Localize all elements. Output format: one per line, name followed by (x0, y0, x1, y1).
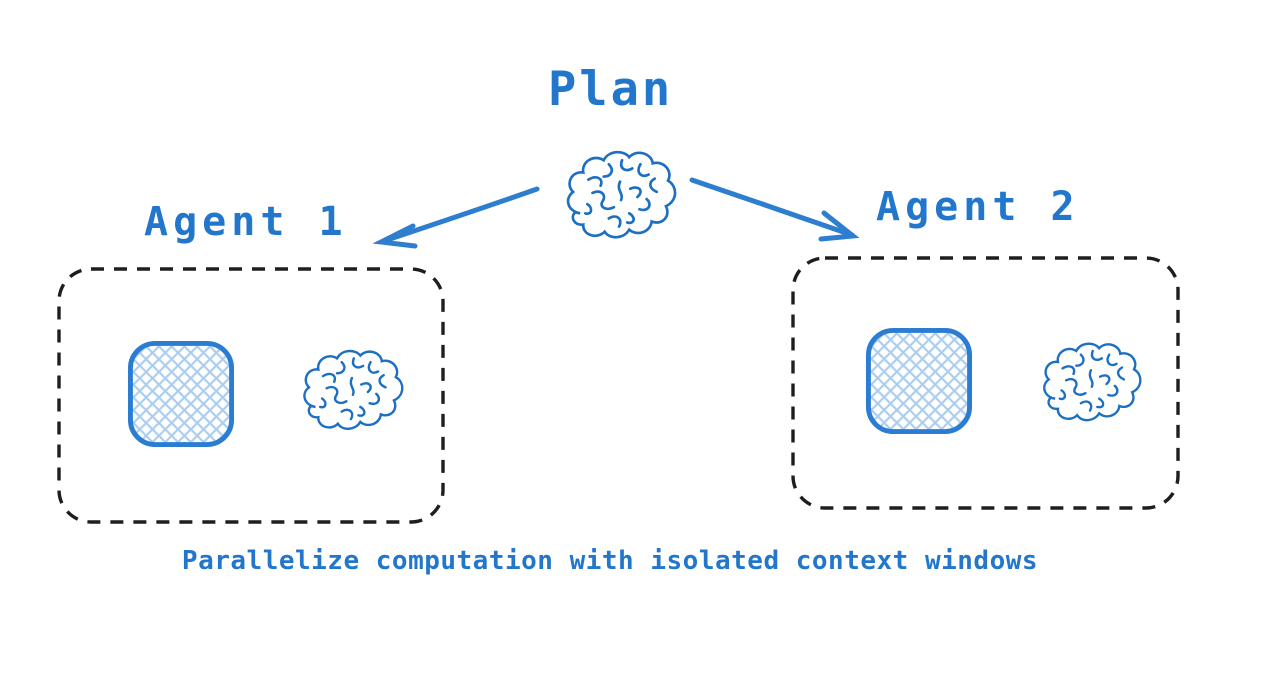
arrow-to-agent-2-icon (689, 177, 860, 242)
diagram-caption: Parallelize computation with isolated co… (181, 546, 1039, 576)
agent-1-box-border (57, 267, 445, 524)
agent-1-box (57, 267, 445, 524)
arrow-to-agent-1-icon (372, 186, 540, 249)
agent-2-box (791, 256, 1180, 510)
plan-title: Plan (548, 62, 674, 117)
brain-icon (1035, 340, 1145, 432)
plan-brain-icon (557, 148, 681, 250)
agent-2-box-border (791, 256, 1180, 510)
agent-2-label: Agent 2 (876, 184, 1080, 230)
brain-icon (295, 347, 407, 441)
agent-1-label: Agent 1 (144, 199, 348, 245)
context-window-icon (127, 339, 235, 453)
context-window-icon (865, 326, 973, 440)
